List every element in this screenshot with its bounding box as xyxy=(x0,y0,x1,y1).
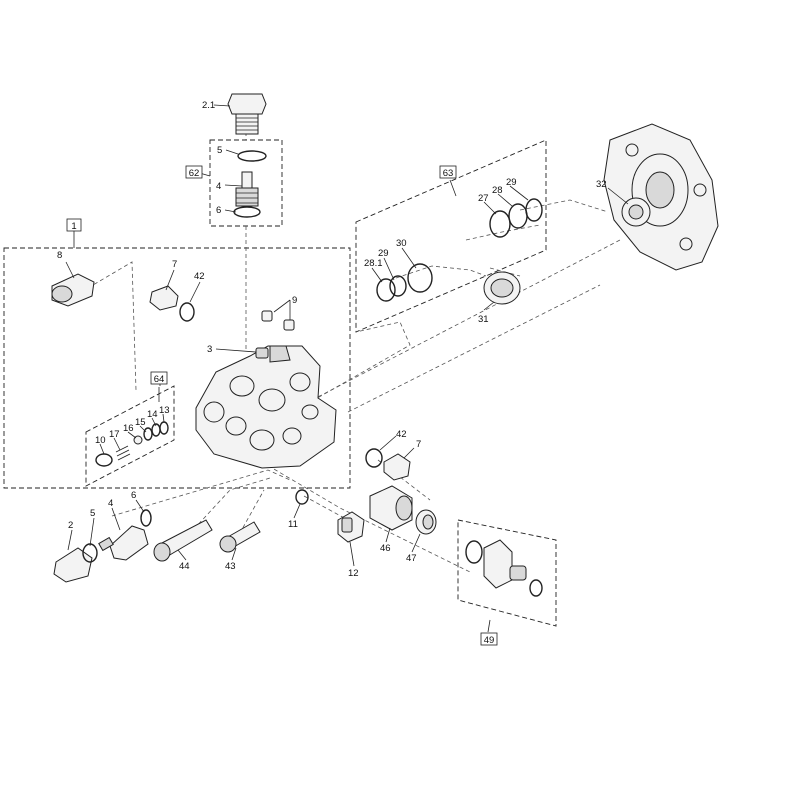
callout-28: 28 xyxy=(492,185,503,196)
part-manifold-body xyxy=(195,345,337,469)
callout-9: 9 xyxy=(292,295,297,306)
callout-32: 32 xyxy=(596,179,607,190)
callout-27: 27 xyxy=(478,193,489,204)
frame-assembly-1 xyxy=(3,247,351,489)
part-plug-2-1 xyxy=(227,93,267,135)
part-unloader-group-49 xyxy=(465,539,543,597)
frame-assembly-62 xyxy=(209,139,283,227)
callout-11: 11 xyxy=(288,519,298,530)
part-lower-valve-group xyxy=(53,509,152,583)
callout-10: 10 xyxy=(95,435,106,446)
callout-6-top: 6 xyxy=(216,205,221,216)
leader-lines xyxy=(65,104,629,633)
callout-5-lower: 5 xyxy=(90,508,95,519)
part-bolt-44 xyxy=(153,519,213,562)
callout-14: 14 xyxy=(147,409,158,420)
boxed-label-1: 1 xyxy=(66,218,82,232)
callout-6-lower: 6 xyxy=(131,490,136,501)
callout-3: 3 xyxy=(207,344,212,355)
callout-43: 43 xyxy=(225,561,236,572)
svg-text:1: 1 xyxy=(71,221,76,232)
callout-15: 15 xyxy=(135,417,146,428)
svg-text:64: 64 xyxy=(154,374,165,385)
svg-text:62: 62 xyxy=(189,168,200,179)
part-washer-11 xyxy=(295,489,309,505)
callout-28-1: 28.1 xyxy=(364,258,383,269)
frame-assembly-63 xyxy=(355,139,547,333)
callout-13: 13 xyxy=(159,405,170,416)
frame-assembly-64 xyxy=(85,385,175,487)
boxed-label-62: 62 xyxy=(185,165,203,179)
boxed-label-64: 64 xyxy=(150,371,168,385)
part-coupling-46 xyxy=(369,485,413,531)
callout-7-upper: 7 xyxy=(172,259,177,270)
callout-5-top: 5 xyxy=(217,145,222,156)
boxed-label-63: 63 xyxy=(439,165,457,179)
callout-4-lower: 4 xyxy=(108,498,113,509)
callout-7-lower: 7 xyxy=(416,439,421,450)
assembly-lines xyxy=(87,118,621,573)
part-valve-group-64 xyxy=(95,421,169,467)
part-screws-9 xyxy=(261,310,295,331)
boxed-label-49: 49 xyxy=(480,632,498,646)
part-valve-group-62 xyxy=(233,150,267,218)
callout-46: 46 xyxy=(380,543,391,554)
callout-47: 47 xyxy=(406,553,417,564)
part-housing-32 xyxy=(603,123,719,271)
svg-text:49: 49 xyxy=(484,635,495,646)
callout-31: 31 xyxy=(478,314,489,325)
part-plug-8 xyxy=(51,273,95,307)
part-seal-group-63 xyxy=(376,198,543,305)
callout-2-1: 2.1 xyxy=(202,100,215,111)
callout-42-lower: 42 xyxy=(396,429,407,440)
callout-12: 12 xyxy=(348,568,359,579)
frame-assembly-49 xyxy=(457,519,557,627)
callout-17: 17 xyxy=(109,429,120,440)
callout-44: 44 xyxy=(179,561,190,572)
callout-4-top: 4 xyxy=(216,181,221,192)
part-cap-47 xyxy=(415,509,437,535)
callout-16: 16 xyxy=(123,423,134,434)
part-fitting-7-upper xyxy=(149,285,195,322)
callout-8: 8 xyxy=(57,250,62,261)
callout-29-upper: 29 xyxy=(506,177,517,188)
callout-42-upper: 42 xyxy=(194,271,205,282)
callout-labels: 2.1 5 4 6 8 7 42 9 3 10 17 16 15 14 13 2… xyxy=(57,100,607,579)
callout-2-lower: 2 xyxy=(68,520,73,531)
part-bolt-43 xyxy=(219,521,261,553)
part-fitting-7-lower xyxy=(365,448,411,481)
part-nipple-12 xyxy=(337,511,365,543)
svg-text:63: 63 xyxy=(443,168,454,179)
callout-29-lower: 29 xyxy=(378,248,389,259)
callout-30: 30 xyxy=(396,238,407,249)
